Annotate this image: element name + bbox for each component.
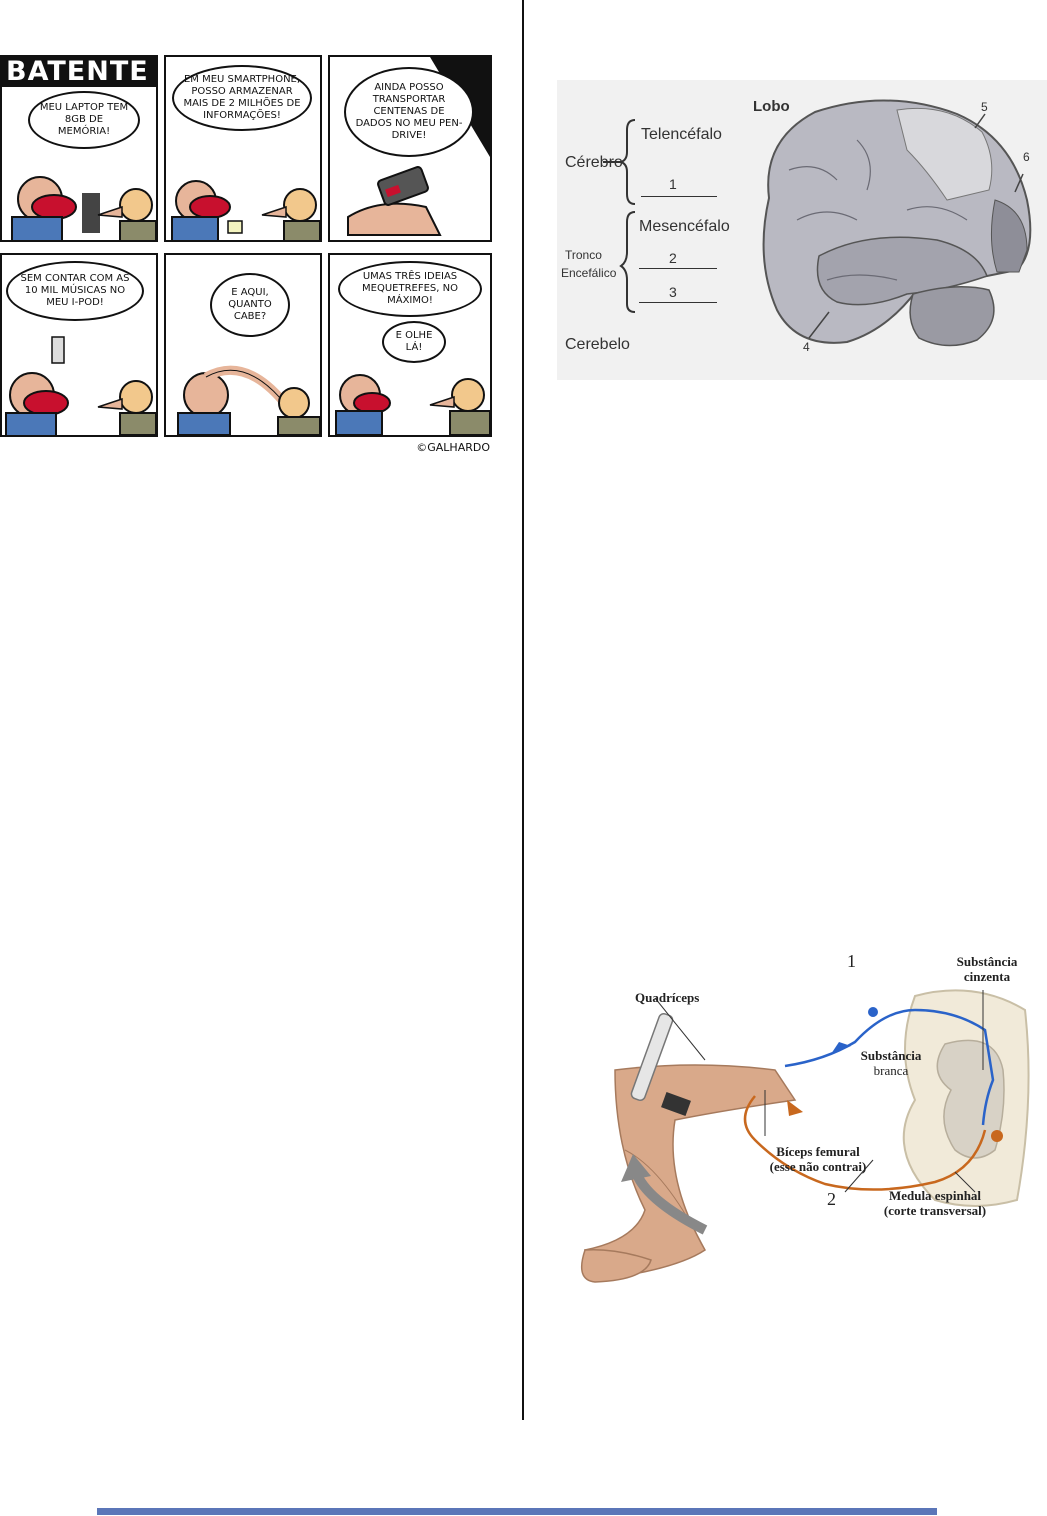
speech-bubble-6: UMAS TRÊS IDEIAS MEQUETREFES, NO MÁXIMO! xyxy=(338,261,482,317)
brain-label-number-3: 3 xyxy=(669,284,677,300)
panel-5-art xyxy=(177,365,320,435)
speech-bubble-5: E AQUI, QUANTO CABE? xyxy=(210,273,290,337)
reflex-label-substancia-branca: Substância branca xyxy=(847,1048,935,1078)
panel-4-art xyxy=(5,336,156,435)
brain-label-tronco: Tronco xyxy=(565,248,602,262)
comic-panel-6: UMAS TRÊS IDEIAS MEQUETREFES, NO MÁXIMO!… xyxy=(328,253,492,437)
brain-label-mesencefalo: Mesencéfalo xyxy=(639,218,730,235)
comic-panel-5: E AQUI, QUANTO CABE? xyxy=(164,253,322,437)
reflex-label-biceps-femural: Bíceps femural (esse não contrai) xyxy=(755,1144,881,1174)
reflex-number-1: 1 xyxy=(847,951,856,971)
comic-panel-1: BATENTE MEU LAPTOP TEM 8GB DE MEMÓRIA! xyxy=(0,55,158,242)
brain-label-cerebro: Cérebro xyxy=(565,154,623,171)
brain-label-number-5: 5 xyxy=(981,100,988,114)
reflex-illustration xyxy=(580,989,1030,1283)
reflex-label-medula-espinhal: Medula espinhal (corte transversal) xyxy=(873,1188,997,1218)
brain-label-cerebelo: Cerebelo xyxy=(565,336,630,353)
brain-illustration xyxy=(603,99,1032,347)
reflex-label-biceps-line1: Bíceps femural xyxy=(776,1144,860,1159)
speech-bubble-2: EM MEU SMARTPHONE, POSSO ARMAZENAR MAIS … xyxy=(172,65,312,131)
reflex-label-quadriceps: Quadríceps xyxy=(635,990,700,1005)
speech-bubble-3: AINDA POSSO TRANSPORTAR CENTENAS DE DADO… xyxy=(344,67,474,157)
comic-panel-4: SEM CONTAR COM AS 10 MIL MÚSICAS NO MEU … xyxy=(0,253,158,437)
brain-blank-line-1 xyxy=(641,196,717,197)
comic-title: BATENTE xyxy=(2,57,156,87)
reflex-label-substancia-branca-line1: Substância xyxy=(860,1048,922,1063)
reflex-arc-diagram: 1 2 Quadríceps Substância cinzenta Subst… xyxy=(555,950,1035,1290)
panel-1-art xyxy=(11,176,156,240)
brain-label-telencefalo: Telencéfalo xyxy=(641,126,722,143)
reflex-label-substancia-cinzenta-line1: Substância xyxy=(956,954,1018,969)
reflex-label-medula-line2: (corte transversal) xyxy=(883,1203,987,1218)
brain-diagram: Lobo Cérebro Telencéfalo 1 Tronco Encefá… xyxy=(557,80,1047,380)
panel-6-art xyxy=(335,374,490,435)
brain-label-lobo: Lobo xyxy=(753,98,790,115)
comic-panel-2: EM MEU SMARTPHONE, POSSO ARMAZENAR MAIS … xyxy=(164,55,322,242)
comic-credit: ©GALHARDO xyxy=(416,441,490,454)
speech-bubble-4: SEM CONTAR COM AS 10 MIL MÚSICAS NO MEU … xyxy=(6,261,144,321)
brain-label-number-4: 4 xyxy=(803,340,810,354)
reflex-label-medula-line1: Medula espinhal xyxy=(888,1188,982,1203)
panel-2-art xyxy=(171,180,320,240)
footer-bar xyxy=(97,1508,937,1515)
reflex-label-substancia-cinzenta: Substância cinzenta xyxy=(941,954,1033,984)
brain-label-number-6: 6 xyxy=(1023,150,1030,164)
column-divider xyxy=(522,0,524,1420)
speech-bubble-6b: E OLHE LÁ! xyxy=(382,321,446,363)
brain-label-number-1: 1 xyxy=(669,176,677,192)
comic-strip: BATENTE MEU LAPTOP TEM 8GB DE MEMÓRIA! E… xyxy=(0,55,492,457)
reflex-label-substancia-branca-line2: branca xyxy=(873,1063,909,1078)
brain-blank-line-2 xyxy=(639,268,717,269)
comic-panel-3: AINDA POSSO TRANSPORTAR CENTENAS DE DADO… xyxy=(328,55,492,242)
brain-label-encefalico: Encefálico xyxy=(561,266,617,280)
brain-label-number-2: 2 xyxy=(669,250,677,266)
reflex-label-substancia-cinzenta-line2: cinzenta xyxy=(963,969,1011,984)
brain-blank-line-3 xyxy=(639,302,717,303)
reflex-number-2: 2 xyxy=(827,1189,836,1209)
reflex-label-biceps-line2: (esse não contrai) xyxy=(769,1159,867,1174)
speech-bubble-1: MEU LAPTOP TEM 8GB DE MEMÓRIA! xyxy=(28,91,140,149)
